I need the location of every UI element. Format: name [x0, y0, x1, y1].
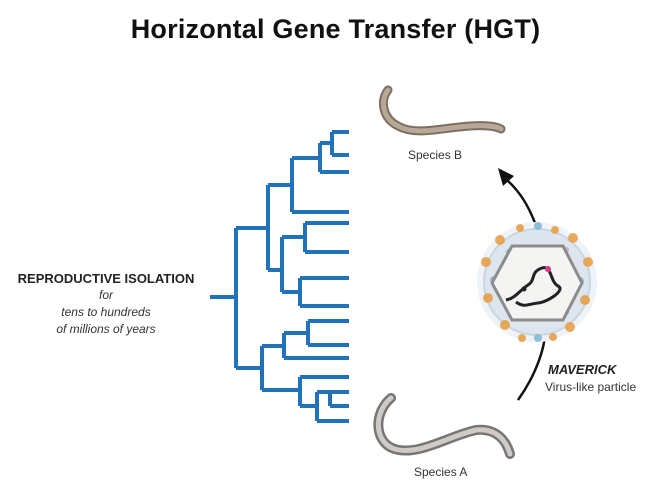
isolation-line-2: tens to hundreds	[61, 305, 151, 319]
species-b-label: Species B	[408, 148, 463, 162]
maverick-label: MAVERICK	[548, 362, 617, 377]
diagram-title: Horizontal Gene Transfer (HGT)	[130, 14, 541, 44]
arrow-head-icon	[498, 168, 514, 186]
species-a-worm-icon	[373, 393, 515, 459]
reproductive-isolation-heading: REPRODUCTIVE ISOLATION	[17, 271, 195, 286]
maverick-description: Virus-like particle	[545, 380, 637, 394]
maverick-virus-particle-icon	[477, 222, 597, 342]
species-a-label: Species A	[414, 465, 468, 479]
phylogenetic-tree	[210, 130, 349, 423]
isolation-line-1: for	[98, 288, 113, 302]
species-b-worm-icon	[378, 85, 506, 136]
isolation-line-3: of millions of years	[56, 322, 156, 336]
reproductive-isolation-label: REPRODUCTIVE ISOLATION for tens to hundr…	[0, 270, 212, 338]
